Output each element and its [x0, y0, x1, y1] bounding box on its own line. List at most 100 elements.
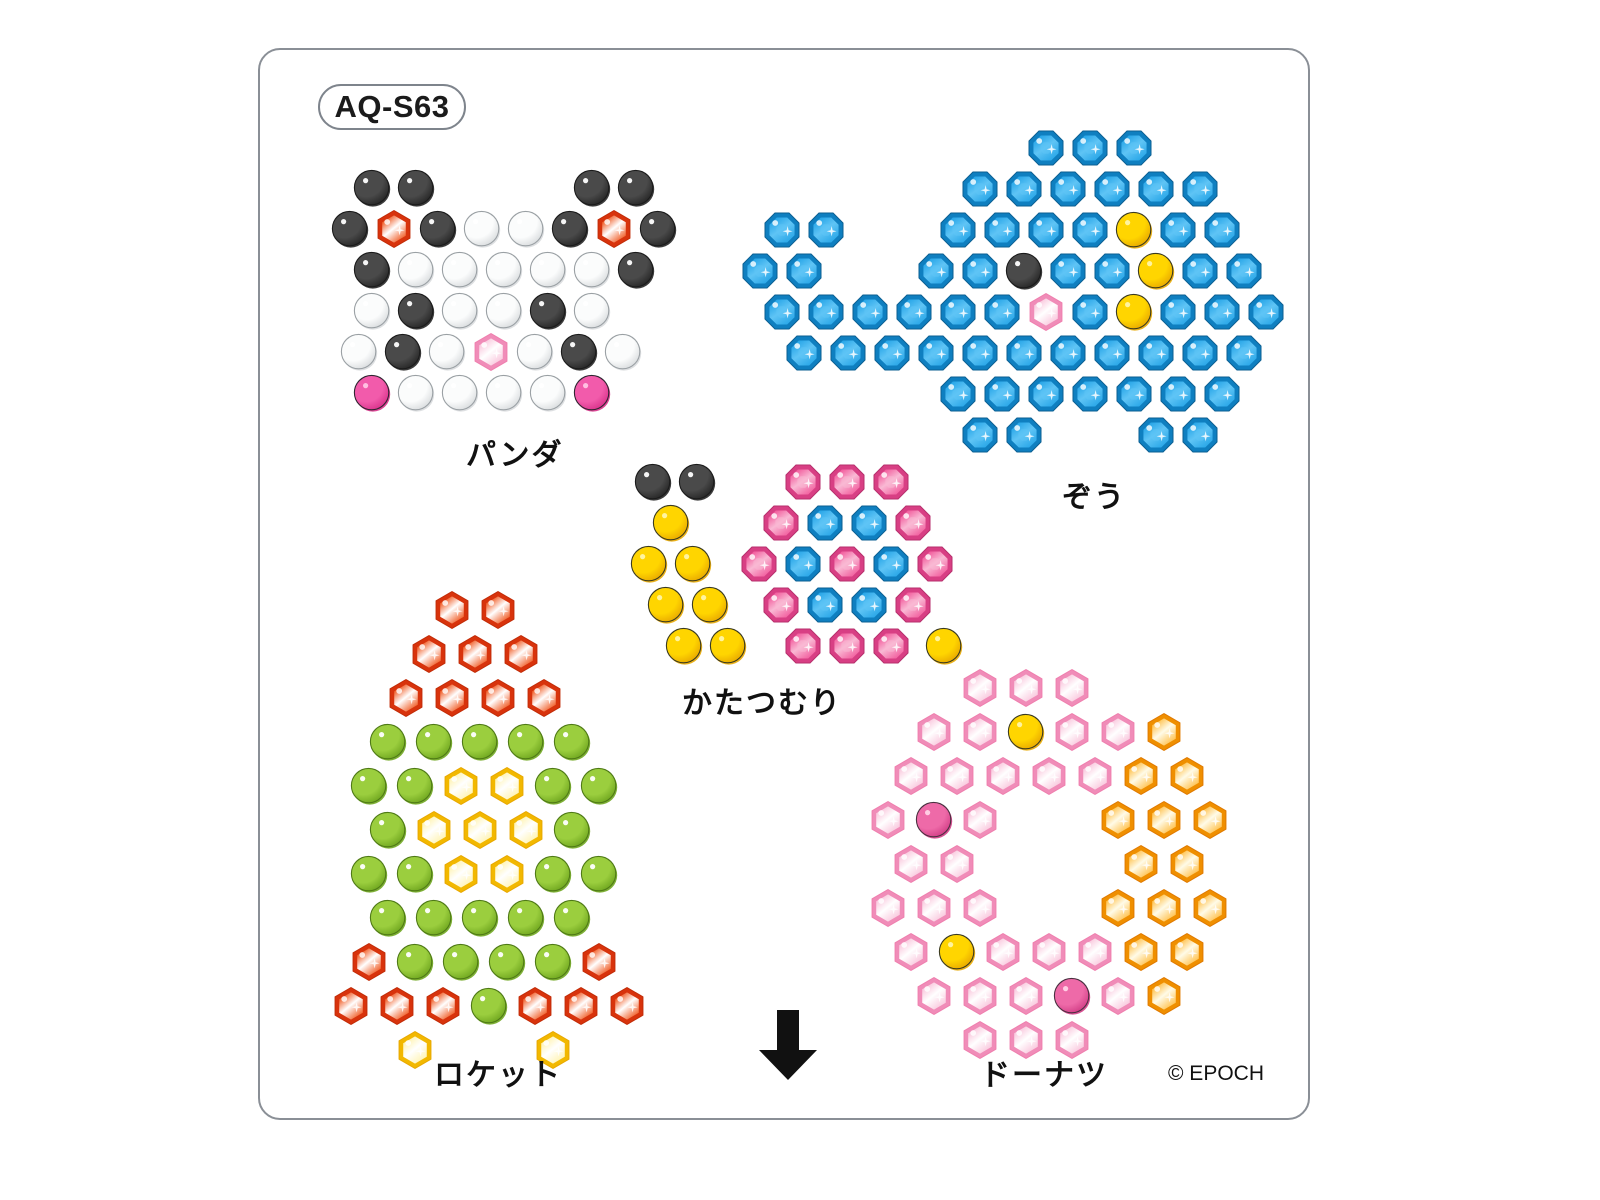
bead-blue-oct: [740, 251, 780, 291]
bead-blue-oct: [938, 210, 978, 250]
bead-white-round: [572, 291, 612, 331]
bead-orange-hex: [1144, 712, 1184, 752]
bead-blue-oct: [916, 333, 956, 373]
bead-blue-oct: [872, 333, 912, 373]
bead-orange-hex: [1098, 800, 1138, 840]
bead-green-round: [552, 810, 592, 850]
bead-blue-oct: [849, 585, 889, 625]
bead-yellow-round: [1114, 292, 1154, 332]
bead-pink-light-hex: [914, 976, 954, 1016]
bead-pink-light-hex: [914, 712, 954, 752]
bead-red-hex: [374, 209, 414, 249]
bead-blue-oct: [1180, 251, 1220, 291]
bead-white-round: [440, 373, 480, 413]
bead-blue-oct: [1180, 333, 1220, 373]
bead-pink-oct: [915, 544, 955, 584]
bead-blue-oct: [1026, 210, 1066, 250]
bead-blue-oct: [1026, 374, 1066, 414]
bead-green-round: [460, 722, 500, 762]
bead-blue-oct: [1026, 128, 1066, 168]
bead-pink-oct: [871, 626, 911, 666]
bead-pink-oct: [893, 585, 933, 625]
bead-yellow-lt-hex: [395, 1030, 435, 1070]
bead-yellow-lt-hex: [441, 766, 481, 806]
pattern-label-rocket: ロケット: [434, 1059, 562, 1092]
bead-pink-light-hex: [1026, 292, 1066, 332]
bead-pink-oct: [827, 626, 867, 666]
bead-pink-light-hex: [1052, 712, 1092, 752]
bead-blue-oct: [1092, 169, 1132, 209]
bead-pink-light-hex: [1098, 712, 1138, 752]
bead-green-round: [414, 722, 454, 762]
bead-orange-hex: [1190, 800, 1230, 840]
bead-pink-light-hex: [1006, 668, 1046, 708]
bead-pink-oct: [827, 544, 867, 584]
bead-blue-oct: [1070, 210, 1110, 250]
bead-blue-oct: [805, 503, 845, 543]
bead-pink-light-hex: [960, 800, 1000, 840]
bead-white-round: [339, 332, 379, 372]
bead-white-round: [396, 250, 436, 290]
bead-blue-oct: [982, 210, 1022, 250]
bead-red-hex: [579, 942, 619, 982]
bead-red-hex: [386, 678, 426, 718]
bead-pink-oct: [739, 544, 779, 584]
bead-black-round: [633, 462, 673, 502]
bead-red-hex: [331, 986, 371, 1026]
bead-blue-oct: [1004, 415, 1044, 455]
bead-magenta-round: [572, 373, 612, 413]
bead-pink-oct: [783, 626, 823, 666]
bead-blue-oct: [1070, 128, 1110, 168]
bead-orange-hex: [1121, 844, 1161, 884]
bead-yellow-lt-hex: [533, 1030, 573, 1070]
bead-pink-light-hex: [960, 668, 1000, 708]
bead-green-round: [368, 722, 408, 762]
bead-green-round: [395, 766, 435, 806]
bead-yellow-round: [708, 626, 748, 666]
bead-pink-oct: [827, 462, 867, 502]
bead-blue-oct: [1092, 333, 1132, 373]
bead-green-round: [533, 766, 573, 806]
bead-white-round: [528, 250, 568, 290]
bead-pink-light-hex: [891, 932, 931, 972]
bead-yellow-round: [937, 932, 977, 972]
down-arrow-icon: [759, 1010, 817, 1080]
bead-blue-oct: [982, 374, 1022, 414]
bead-red-hex: [607, 986, 647, 1026]
bead-yellow-round: [690, 585, 730, 625]
bead-blue-oct: [1004, 333, 1044, 373]
product-code-badge: AQ-S63: [318, 84, 466, 130]
pattern-label-donut: ドーナツ: [980, 1059, 1108, 1092]
bead-blue-oct: [960, 251, 1000, 291]
bead-green-round: [395, 854, 435, 894]
bead-pink-light-hex: [868, 800, 908, 840]
bead-orange-hex: [1121, 932, 1161, 972]
pattern-label-panda: パンダ: [466, 439, 564, 472]
bead-pink-dark-round: [1052, 976, 1092, 1016]
bead-blue-oct: [1202, 210, 1242, 250]
bead-blue-oct: [784, 333, 824, 373]
bead-yellow-round: [651, 503, 691, 543]
bead-pink-light-hex: [1075, 932, 1115, 972]
bead-pink-light-hex: [868, 888, 908, 928]
bead-yellow-round: [1136, 251, 1176, 291]
bead-blue-oct: [1246, 292, 1286, 332]
bead-blue-oct: [982, 292, 1022, 332]
bead-blue-oct: [1048, 333, 1088, 373]
bead-black-round: [352, 168, 392, 208]
bead-yellow-lt-hex: [506, 810, 546, 850]
bead-yellow-round: [646, 585, 686, 625]
bead-blue-oct: [1136, 415, 1176, 455]
bead-green-round: [506, 898, 546, 938]
bead-white-round: [515, 332, 555, 372]
bead-red-hex: [594, 209, 634, 249]
bead-blue-oct: [1048, 169, 1088, 209]
bead-green-round: [533, 854, 573, 894]
bead-pink-light-hex: [1029, 932, 1069, 972]
bead-green-round: [506, 722, 546, 762]
bead-white-round: [484, 373, 524, 413]
bead-blue-oct: [1224, 251, 1264, 291]
bead-blue-oct: [762, 210, 802, 250]
bead-yellow-lt-hex: [487, 766, 527, 806]
